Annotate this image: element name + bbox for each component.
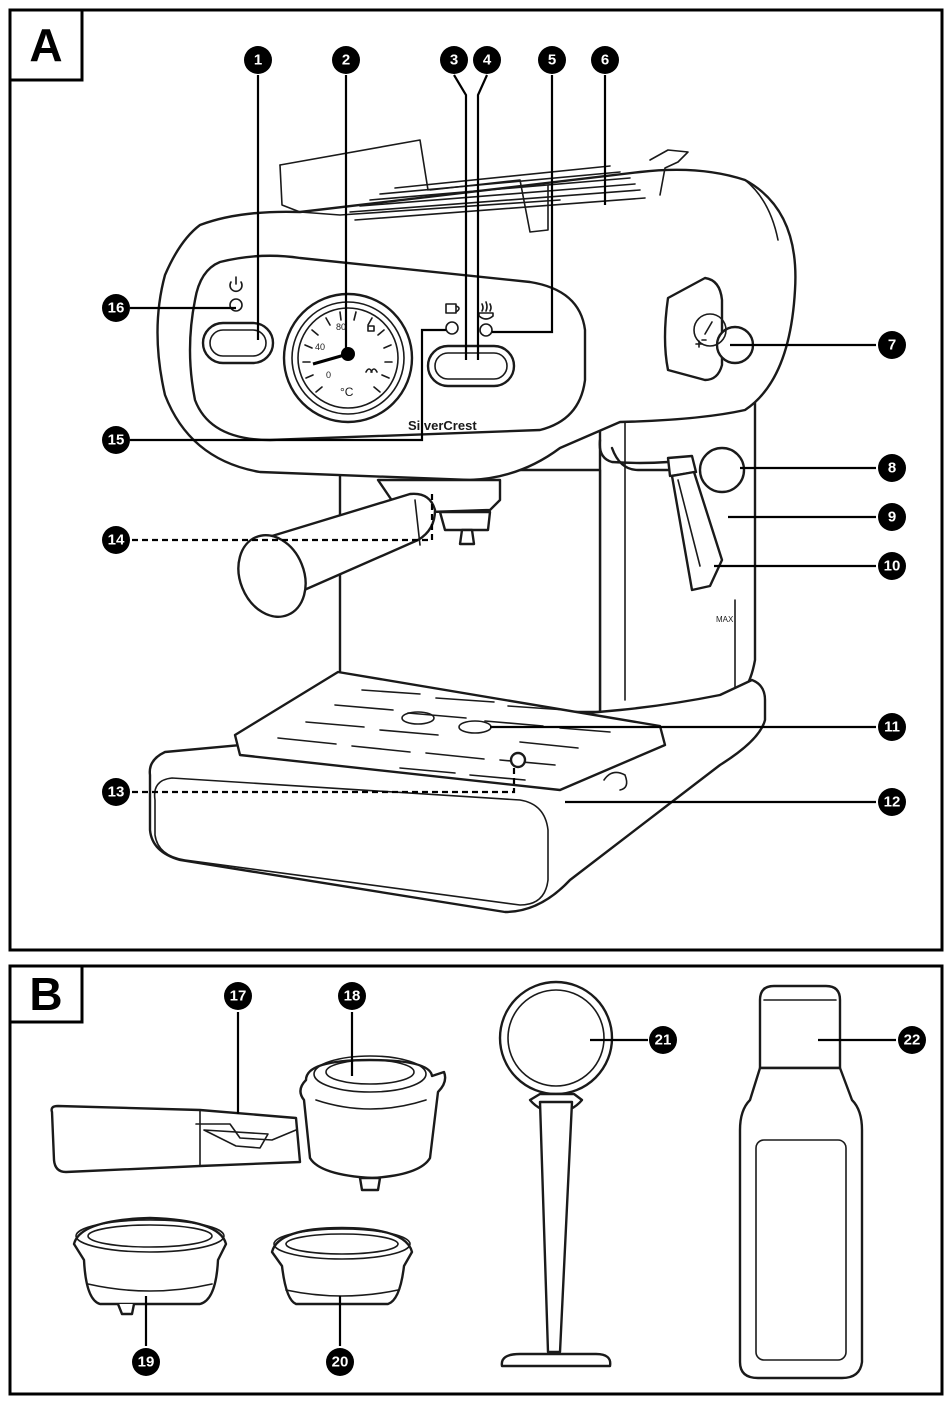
grid-slots xyxy=(277,689,611,781)
svg-text:21: 21 xyxy=(655,1032,672,1049)
cup-warmer-rack xyxy=(279,139,689,233)
callout-11: 11 xyxy=(878,713,906,741)
coffee-machine: MAX xyxy=(148,139,797,914)
portafilter xyxy=(50,1055,447,1192)
callouts-b: 17 18 19 20 21 22 xyxy=(132,982,926,1376)
panel-a-label-box xyxy=(8,8,84,82)
callout-2: 2 xyxy=(332,46,360,74)
callout-18: 18 xyxy=(338,982,366,1010)
callout-9: 9 xyxy=(878,503,906,531)
callouts-a: 1 2 3 4 5 6 7 8 9 10 11 12 13 14 15 16 xyxy=(102,46,906,816)
gauge-hub xyxy=(341,347,355,361)
gauge-unit: °C xyxy=(340,385,354,399)
svg-text:18: 18 xyxy=(344,988,361,1005)
gauge-cup-mark xyxy=(367,325,375,332)
svg-text:4: 4 xyxy=(483,52,492,69)
filter-basket-single xyxy=(72,1216,228,1316)
steam-led xyxy=(479,323,493,337)
svg-text:15: 15 xyxy=(108,432,125,449)
callout-4: 4 xyxy=(473,46,501,74)
gauge-steam-mark xyxy=(365,368,378,373)
panel-a-frame xyxy=(8,8,944,952)
callout-8: 8 xyxy=(878,454,906,482)
steam-wand xyxy=(598,438,746,592)
power-button[interactable] xyxy=(201,321,275,365)
callout-22: 22 xyxy=(898,1026,926,1054)
callout-17: 17 xyxy=(224,982,252,1010)
panel-b-frame xyxy=(8,964,944,1396)
float-indicator xyxy=(509,751,527,769)
callout-20: 20 xyxy=(326,1348,354,1376)
gauge-tick-0: 0 xyxy=(326,370,331,380)
callout-12: 12 xyxy=(878,788,906,816)
svg-text:14: 14 xyxy=(108,532,125,549)
svg-text:12: 12 xyxy=(884,794,901,811)
panel-b: B xyxy=(8,964,944,1396)
panel-a: A MAX xyxy=(8,8,944,952)
water-tank xyxy=(598,378,757,714)
svg-text:3: 3 xyxy=(450,52,458,69)
callout-21: 21 xyxy=(649,1026,677,1054)
svg-text:1: 1 xyxy=(254,52,262,69)
callout-5: 5 xyxy=(538,46,566,74)
panel-b-label-box xyxy=(8,964,84,1024)
power-led xyxy=(229,298,243,312)
drip-tray-front xyxy=(153,777,549,906)
callout-15: 15 xyxy=(102,426,130,454)
svg-text:20: 20 xyxy=(332,1354,349,1371)
svg-text:11: 11 xyxy=(884,719,900,736)
callout-19: 19 xyxy=(132,1348,160,1376)
svg-text:7: 7 xyxy=(888,337,896,354)
svg-text:9: 9 xyxy=(888,509,896,526)
callout-10: 10 xyxy=(878,552,906,580)
svg-text:5: 5 xyxy=(548,52,556,69)
tamper-spoon xyxy=(498,980,614,1368)
panel-a-letter: A xyxy=(29,19,62,71)
filter-basket-double xyxy=(270,1226,414,1306)
svg-text:2: 2 xyxy=(342,52,350,69)
brand-logo: SilverCrest xyxy=(408,418,477,433)
svg-text:17: 17 xyxy=(230,988,247,1005)
callout-3: 3 xyxy=(440,46,468,74)
drip-grid xyxy=(233,670,667,792)
gauge-tick-40: 40 xyxy=(315,342,325,352)
svg-text:10: 10 xyxy=(884,558,901,575)
callout-13: 13 xyxy=(102,778,130,806)
portafilter-on-machine xyxy=(237,492,437,618)
svg-text:6: 6 xyxy=(601,52,609,69)
descaler-bottle xyxy=(738,984,864,1380)
callout-14: 14 xyxy=(102,526,130,554)
callout-1: 1 xyxy=(244,46,272,74)
thermometer-gauge: 80 40 0 °C xyxy=(282,292,414,424)
tank-max-marker: MAX xyxy=(716,615,734,624)
panel-b-letter: B xyxy=(29,968,62,1020)
coffee-steam-switch[interactable] xyxy=(426,344,516,388)
callout-6: 6 xyxy=(591,46,619,74)
gauge-tick-80: 80 xyxy=(336,322,346,332)
svg-text:22: 22 xyxy=(904,1032,921,1049)
svg-text:8: 8 xyxy=(888,460,896,477)
cup-icon xyxy=(445,303,460,314)
coffee-led xyxy=(445,321,459,335)
steam-icon xyxy=(478,301,494,320)
callout-7: 7 xyxy=(878,331,906,359)
svg-text:16: 16 xyxy=(108,300,125,317)
svg-text:19: 19 xyxy=(138,1354,155,1371)
callout-16: 16 xyxy=(102,294,130,322)
power-icon xyxy=(229,276,243,293)
svg-text:13: 13 xyxy=(108,784,125,801)
